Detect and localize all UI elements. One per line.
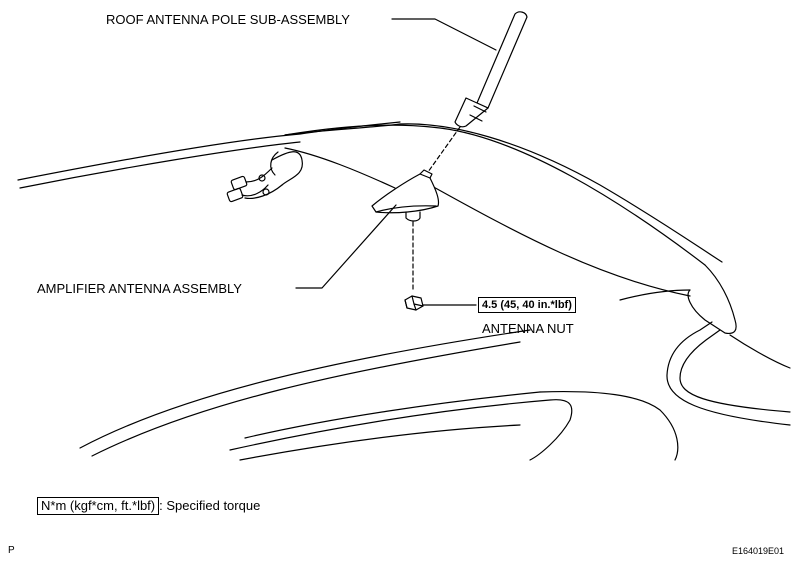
footer-left-mark: P: [8, 545, 15, 556]
alignment-dashes: [412, 126, 461, 293]
leader-lines: [295, 18, 497, 306]
torque-legend: N*m (kgf*cm, ft.*lbf): Specified torque: [37, 497, 260, 515]
antenna-cable: [226, 147, 396, 203]
amplifier-antenna-base: [371, 169, 440, 222]
legend-unit-box: N*m (kgf*cm, ft.*lbf): [37, 497, 160, 515]
legend-description: : Specified torque: [159, 498, 261, 513]
antenna-nut-label: ANTENNA NUT: [482, 321, 574, 336]
roof-outline: [17, 121, 791, 426]
figure-id: E164019E01: [731, 546, 784, 556]
torque-value-box: 4.5 (45, 40 in.*lbf): [478, 297, 576, 313]
roof-antenna-pole-label: ROOF ANTENNA POLE SUB-ASSEMBLY: [106, 12, 350, 27]
antenna-nut-part: [404, 295, 424, 311]
rear-window-outline: [79, 329, 679, 461]
amplifier-antenna-label: AMPLIFIER ANTENNA ASSEMBLY: [37, 281, 242, 296]
roof-antenna-pole: [454, 11, 528, 128]
